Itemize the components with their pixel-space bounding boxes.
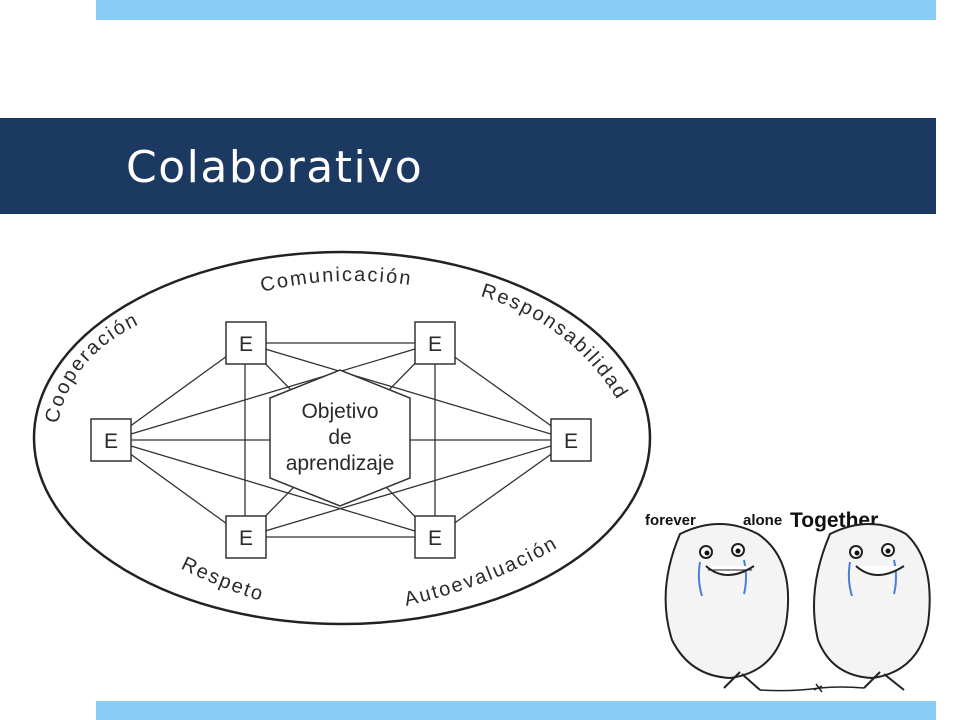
bottom-accent-bar — [96, 701, 936, 720]
student-node-bottom-right: E — [414, 515, 456, 559]
node-label: E — [239, 527, 253, 550]
student-node-top-right: E — [414, 321, 456, 365]
value-label-responsabilidad: Responsabilidad — [479, 280, 633, 404]
objective-hexagon — [269, 369, 411, 507]
title-band — [0, 118, 936, 214]
forever-alone-face-right-icon — [813, 523, 931, 691]
meme-word-forever: forever — [645, 512, 696, 529]
outer-ellipse — [32, 250, 652, 626]
student-node-bottom-left: E — [225, 515, 267, 559]
objective-label-line2: de — [328, 426, 351, 449]
node-label: E — [428, 333, 442, 356]
student-node-left: E — [90, 418, 132, 462]
meme-word-alone: alone — [743, 512, 782, 529]
node-label: E — [564, 430, 578, 453]
top-accent-bar — [96, 0, 936, 20]
slide-title: Colaborativo — [126, 142, 424, 193]
student-node-top-left: E — [225, 321, 267, 365]
forever-alone-meme: forever alone Together. — [645, 509, 931, 693]
node-label: E — [428, 527, 442, 550]
node-label: E — [104, 430, 118, 453]
objective-label-line3: aprendizaje — [286, 452, 395, 475]
value-label-comunicacion: Comunicación — [258, 264, 414, 297]
joined-hands-icon — [813, 683, 823, 693]
connection-lines — [110, 342, 572, 538]
value-label-respeto: Respeto — [178, 553, 267, 606]
node-label: E — [239, 333, 253, 356]
objective-label-line1: Objetivo — [301, 400, 378, 423]
holding-hands-line — [759, 686, 865, 692]
student-node-right: E — [550, 418, 592, 462]
forever-alone-face-left-icon — [664, 523, 790, 691]
